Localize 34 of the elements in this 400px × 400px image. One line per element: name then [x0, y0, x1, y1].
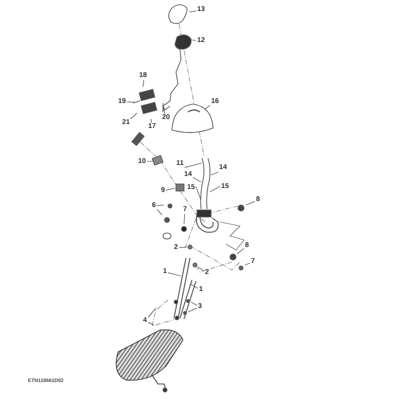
bushing-drawing: [152, 154, 164, 166]
leader-line: [196, 186, 202, 200]
leader-line: [156, 204, 164, 206]
leader-line: [148, 308, 156, 318]
leader-line: [146, 160, 154, 162]
leader-line: [142, 80, 144, 88]
leader-line: [168, 272, 182, 276]
leader-line: [190, 302, 198, 306]
nut-drawing: [230, 254, 236, 260]
leader-line: [246, 201, 256, 206]
leader-line: [130, 112, 138, 120]
leader-line: [188, 308, 198, 312]
leader-line: [210, 172, 219, 176]
leader-line: [204, 105, 210, 110]
leader-line: [192, 177, 202, 182]
leader-line: [148, 322, 154, 326]
leader-line: [184, 214, 185, 224]
leader-line: [244, 262, 250, 266]
leader-line: [236, 248, 244, 254]
leader-line: [184, 162, 202, 168]
leader-line: [178, 246, 188, 248]
leader-line: [150, 118, 152, 124]
lever-rod-drawing: [200, 158, 210, 210]
leader-line: [166, 188, 176, 191]
leader-line: [210, 186, 220, 192]
leader-line: [192, 40, 196, 41]
leader-line: [156, 209, 162, 216]
leader-line: [198, 266, 204, 272]
leader-line: [162, 106, 166, 114]
knob-drawing: [168, 4, 188, 24]
leader-line: [188, 10, 196, 12]
leader-line: [190, 284, 198, 289]
nut-drawing: [238, 204, 244, 212]
connector-block: [138, 88, 156, 102]
